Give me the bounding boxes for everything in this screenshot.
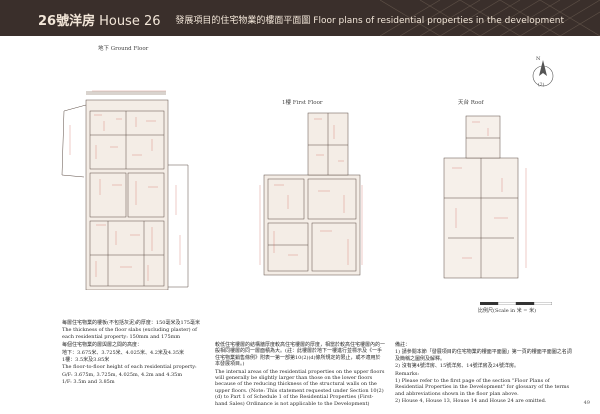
ground-floor-drawing bbox=[61, 90, 189, 290]
first-floor-drawing bbox=[259, 112, 363, 276]
ground-floor-plan bbox=[56, 55, 196, 290]
slab-note-zh: 每層住宅物業的樓板(不包括灰泥)的厚度：150毫米及175毫米 bbox=[62, 320, 200, 326]
roof-label: 天台 Roof bbox=[458, 100, 484, 106]
roof-drawing bbox=[443, 115, 527, 279]
house-title-en: House 26 bbox=[99, 14, 161, 29]
first-floor-label: 1樓 First Floor bbox=[282, 100, 323, 106]
height-note-en-2: G/F: 3.675m, 3.725m, 4.025m, 4.2m and 4.… bbox=[62, 371, 183, 378]
internal-area-note-zh: 較低住宅樓層的結構牆厚度較高住宅樓層的厚度，相當於較高住宅樓層內的一般相同樓層的… bbox=[215, 342, 386, 368]
ground-floor-label: 地下 Ground Floor bbox=[98, 46, 149, 52]
compass-code: (2) bbox=[538, 83, 545, 88]
height-note-en-3: 1/F: 3.5m and 3.85m bbox=[62, 379, 115, 386]
notes-right: 備註： 1) 請參閱本節「發展項目的住宅物業的樓面平面圖」第一頁的樓面平面圖之名… bbox=[395, 342, 575, 406]
compass-letter: N bbox=[536, 56, 541, 62]
remark-1-en: 1) Please refer to the first page of the… bbox=[395, 378, 570, 397]
height-note-zh-2: 地下：3.675米、3.725米、4.025米、4.2米及4.35米 bbox=[62, 349, 185, 356]
height-note-zh: 每個住宅物業的層與層之間的高度： bbox=[62, 342, 143, 349]
remark-2-zh: 2) 沒有第4號洋房、15號洋房、14號洋房及24號洋房。 bbox=[395, 363, 519, 370]
slab-note-en: The thickness of the floor slabs (exclud… bbox=[62, 327, 197, 340]
house-title-zh: 26號洋房 bbox=[38, 14, 96, 29]
height-note-zh-3: 1樓：3.5米及3.85米 bbox=[62, 357, 110, 364]
scale-bar bbox=[480, 302, 552, 305]
page-title: 發展項目的住宅物業的樓面平面圖 Floor plans of residenti… bbox=[175, 16, 564, 26]
notes-middle: 較低住宅樓層的結構牆厚度較高住宅樓層的厚度，相當於較高住宅樓層內的一般相同樓層的… bbox=[215, 342, 385, 408]
remark-1-zh: 1) 請參閱本節「發展項目的住宅物業的樓面平面圖」第一頁的樓面平面圖之名詞及簡稱… bbox=[395, 349, 572, 362]
roof-plan bbox=[432, 108, 532, 288]
header-pattern bbox=[380, 0, 600, 36]
remark-2-en: 2) House 4, House 13, House 14 and House… bbox=[395, 398, 547, 405]
first-floor-plan bbox=[258, 105, 368, 280]
remarks-heading-en: Remarks: bbox=[395, 370, 420, 377]
page-number: 49 bbox=[583, 400, 590, 406]
notes-left: 每層住宅物業的樓板(不包括灰泥)的厚度：150毫米及175毫米 The thic… bbox=[62, 320, 210, 387]
scale-label: 比例尺(Scale in 米 = 米) bbox=[478, 308, 537, 314]
internal-area-note-en: The internal areas of the residential pr… bbox=[215, 368, 385, 407]
height-note-en: The floor-to-floor height of each reside… bbox=[62, 364, 197, 371]
remarks-heading-zh: 備註： bbox=[395, 342, 411, 348]
north-arrow-icon bbox=[532, 60, 554, 87]
